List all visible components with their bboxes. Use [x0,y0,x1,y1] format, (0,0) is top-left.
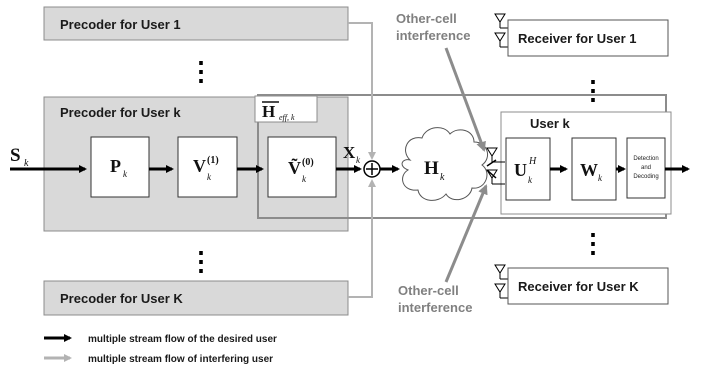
channel-to-antenna-lower [486,169,497,179]
receiver-u-block: U H k [505,137,551,201]
precoder-user-1-label: Precoder for User 1 [60,17,181,32]
legend-desired-label: multiple stream flow of the desired user [88,334,277,345]
receiver-user-K-block: Receiver for User K [507,267,669,305]
heff-subscript: eff, k [279,113,295,122]
interference-top-line2: interference [396,28,470,43]
ellipsis-top-right: ⋮ [580,76,606,105]
h-symbol: H [424,158,439,179]
precoder-p-block: P k [90,136,150,198]
v0-superscript: (0) [302,157,314,168]
x-subscript: k [356,155,361,165]
x-symbol: X [343,143,356,162]
precoder-user-k-label: Precoder for User k [60,105,181,120]
receiver-user-K-antenna-icon [494,264,508,299]
input-s-symbol: S [10,145,21,166]
summation-node [363,160,381,178]
heff-label-box: H eff, k [254,95,318,123]
channel-cloud: H k [401,127,489,201]
legend: multiple stream flow of the desired user… [44,334,277,365]
p-subscript: k [123,169,128,179]
receiver-w-block: W k [571,137,617,201]
interference-bottom-line1: Other-cell [398,283,459,298]
v0-symbol: Ṽ [288,157,301,178]
user-k-label: User k [530,116,571,131]
p-symbol: P [110,156,121,176]
ellipsis-bottom-right: ⋮ [580,229,606,258]
heff-symbol: H [262,102,275,121]
interference-bottom-arrow [444,184,488,283]
receiver-user-1-label: Receiver for User 1 [518,31,637,46]
input-s-subscript: k [24,158,29,169]
receiver-user-1-block: Receiver for User 1 [507,19,669,57]
precoder-v1-block: V (1) k [177,136,238,198]
v1-superscript: (1) [207,155,219,166]
v1-subscript: k [207,172,212,182]
user-k-antenna-icon [486,147,505,185]
precoder-v0-block: Ṽ (0) k [267,136,337,198]
detection-line3: Decoding [633,174,658,180]
u-subscript: k [528,175,533,185]
interference-bottom-line2: interference [398,300,472,315]
ellipsis-top-left: ⋮ [188,57,214,86]
w-subscript: k [598,173,603,183]
interference-line-user-1 [348,22,376,160]
v0-subscript: k [302,174,307,184]
v1-symbol: V [193,156,206,176]
precoder-user-K-label: Precoder for User K [60,291,183,306]
w-symbol: W [580,160,598,180]
precoder-user-K-block: Precoder for User K [43,280,349,316]
detection-line2: and [641,165,651,171]
channel-to-antenna-upper [486,159,497,167]
detection-decoding-block: Detection and Decoding [626,137,666,199]
interference-top-arrow [444,47,486,152]
interference-line-user-K [348,179,376,298]
receiver-user-1-antenna-icon [494,13,508,48]
u-symbol: U [514,160,527,180]
detection-line1: Detection [633,156,658,162]
h-subscript: k [440,172,445,183]
precoder-user-1-block: Precoder for User 1 [43,6,349,41]
u-superscript: H [528,156,537,167]
interference-top-line1: Other-cell [396,11,457,26]
receiver-user-K-label: Receiver for User K [518,279,639,294]
ellipsis-bottom-left: ⋮ [188,247,214,276]
legend-interfering-label: multiple stream flow of interfering user [88,354,273,365]
